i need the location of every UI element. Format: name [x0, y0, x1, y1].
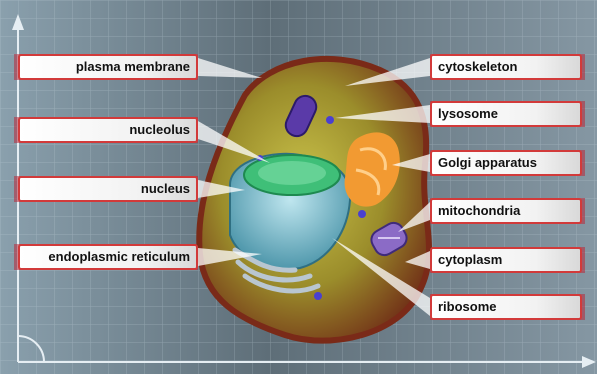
label-nucleolus: nucleolus [18, 117, 198, 143]
label-cytoskeleton: cytoskeleton [430, 54, 582, 80]
vesicle-dot [326, 116, 334, 124]
vesicle-dot [314, 292, 322, 300]
label-ribosome: ribosome [430, 294, 582, 320]
label-cytoplasm: cytoplasm [430, 247, 582, 273]
vesicle-dot [358, 210, 366, 218]
label-nucleus: nucleus [18, 176, 198, 202]
label-mitochondria: mitochondria [430, 198, 582, 224]
nucleolus-highlight [258, 161, 326, 185]
label-endoplasmic-reticulum: endoplasmic reticulum [18, 244, 198, 270]
label-lysosome: lysosome [430, 101, 582, 127]
label-plasma-membrane: plasma membrane [18, 54, 198, 80]
label-golgi-apparatus: Golgi apparatus [430, 150, 582, 176]
